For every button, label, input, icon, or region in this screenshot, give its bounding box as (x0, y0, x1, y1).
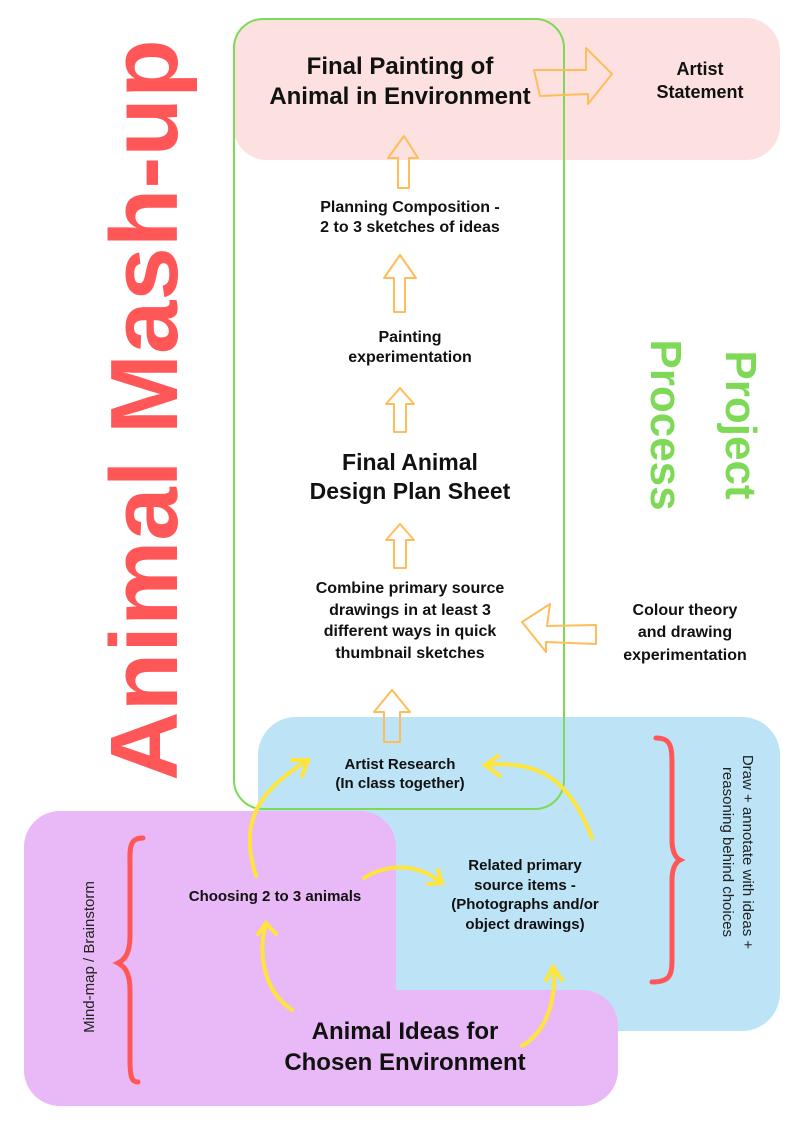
step-choosing-animals: Choosing 2 to 3 animals (150, 888, 400, 907)
step-combine-drawings: Combine primary source drawings in at le… (260, 578, 560, 664)
annotation-mind-map: Mind-map / Brainstorm (81, 881, 98, 1033)
annotation-draw-line1: Draw + annotate with ideas + (739, 754, 756, 950)
step-colour-theory-line1: Colour theory (632, 602, 738, 619)
step-final-painting: Final Painting of Animal in Environment (240, 52, 560, 112)
step-artist-statement-line1: Artist (676, 59, 724, 79)
step-planning-line1: Planning Composition - (320, 199, 500, 216)
step-colour-theory-line2: and drawing (637, 624, 733, 642)
step-related-line4: object drawings) (465, 915, 585, 933)
step-painting-exp-line1: Painting (378, 329, 442, 346)
step-artist-research: Artist Research (In class together) (310, 756, 490, 794)
annotation-draw-annotate: Draw + annotate with ideas + reasoning b… (713, 727, 757, 977)
step-colour-theory-line3: experimentation (623, 646, 747, 664)
step-artist-research-line1: Artist Research (344, 756, 456, 773)
step-combine-line1: Combine primary source (315, 580, 505, 597)
step-artist-statement-line2: Statement (656, 81, 744, 102)
project-process-frame (233, 18, 565, 810)
step-combine-line3: different ways in quick (323, 623, 497, 641)
step-artist-research-line2: (In class together) (335, 774, 465, 792)
step-planning-composition: Planning Composition - 2 to 3 sketches o… (260, 198, 560, 238)
step-design-plan-line2: Design Plan Sheet (309, 477, 511, 504)
step-painting-exp-line2: experimentation (348, 349, 472, 366)
side-label-process: Process (641, 339, 690, 511)
step-combine-line4: thumbnail sketches (335, 644, 485, 662)
step-animal-ideas-line2: Chosen Environment (284, 1049, 526, 1077)
step-related-line1: Related primary (468, 857, 582, 874)
step-painting-experimentation: Painting experimentation (260, 328, 560, 368)
step-design-plan-line1: Final Animal (342, 449, 478, 475)
step-related-line3: (Photographs and/or (451, 896, 599, 913)
step-related-line2: source items - (474, 876, 576, 894)
step-final-painting-line2: Animal in Environment (269, 83, 531, 110)
step-related-items: Related primary source items - (Photogra… (425, 856, 625, 934)
step-animal-ideas: Animal Ideas for Chosen Environment (225, 1016, 585, 1078)
annotation-draw-line2: reasoning behind choices (719, 766, 736, 938)
step-final-painting-line1: Final Painting of (306, 53, 494, 80)
step-animal-ideas-line1: Animal Ideas for (311, 1018, 499, 1045)
final-stage-box (233, 18, 780, 160)
step-colour-theory: Colour theory and drawing experimentatio… (595, 600, 775, 667)
side-label-project: Project (716, 350, 765, 500)
step-combine-line2: drawings in at least 3 (329, 601, 491, 619)
step-artist-statement: Artist Statement (640, 58, 760, 103)
step-choosing-line1: Choosing 2 to 3 animals (188, 888, 362, 905)
poster-title: Animal Mash-up (91, 39, 198, 781)
step-planning-line2: 2 to 3 sketches of ideas (320, 219, 500, 236)
step-design-plan-sheet: Final Animal Design Plan Sheet (250, 448, 570, 506)
